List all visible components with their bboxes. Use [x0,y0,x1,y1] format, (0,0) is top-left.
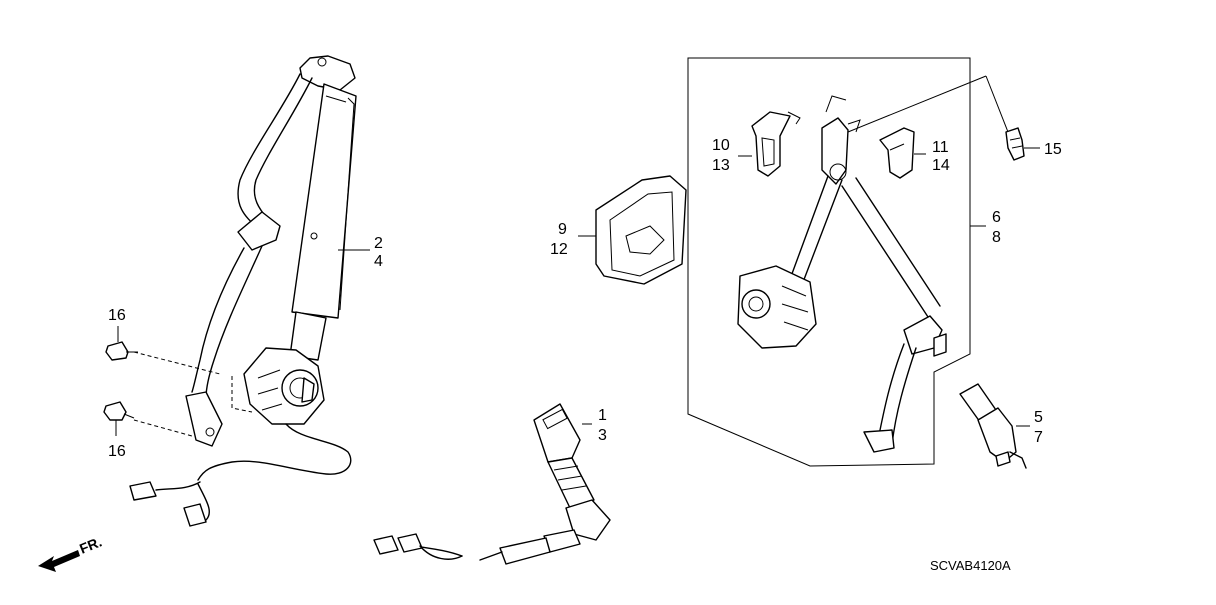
direction-label: FR. [77,533,104,556]
callout-7: 7 [1034,429,1043,446]
diagram-code: SCVAB4120A [930,558,1011,573]
callout-11: 11 [932,139,949,156]
callout-1: 1 [598,407,607,424]
rear-buckle [959,383,1027,469]
callout-16-lower: 16 [108,443,126,460]
front-seat-belt-assembly [129,55,357,527]
belt-guide-bracket [751,111,801,177]
callout-16-upper: 16 [108,307,126,324]
seat-belt-buckle [373,403,611,565]
belt-clip [879,127,915,179]
callout-2: 2 [374,235,383,252]
callout-3: 3 [598,427,607,444]
bolt-16-lower [103,401,135,421]
callout-8: 8 [992,229,1001,246]
callout-12: 12 [550,241,568,258]
rear-seat-belt-assembly [687,57,971,467]
callout-4: 4 [374,253,383,270]
callout-13: 13 [712,157,730,174]
callout-15: 15 [1044,141,1062,158]
callout-14: 14 [932,157,950,174]
front-direction-arrow-icon: FR. [38,533,104,572]
callout-6: 6 [992,209,1001,226]
callout-5: 5 [1034,409,1043,426]
callout-10: 10 [712,137,730,154]
bolt-15 [1005,127,1025,161]
bolt-16-upper [105,341,138,361]
belt-trim-cover [595,175,687,285]
callout-9: 9 [558,221,567,238]
